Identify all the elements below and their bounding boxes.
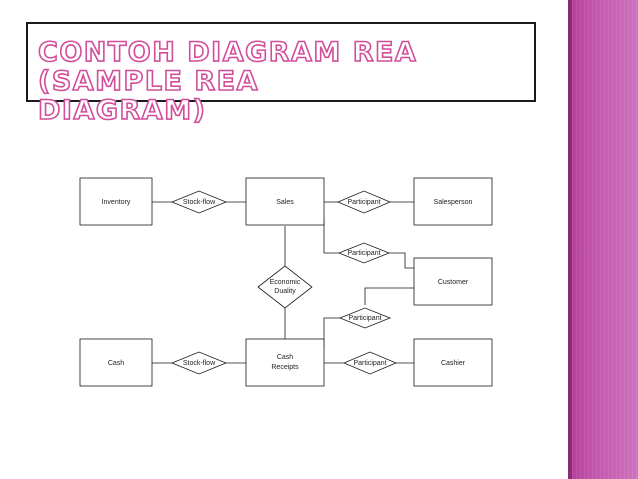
slide-title: CONTOH DIAGRAM REA (SAMPLE REA DIAGRAM) [37,37,528,126]
relationship-stock-flow-bottom [170,351,228,375]
connector-participant-customer [389,252,414,269]
relationship-participant-cashier [342,351,398,375]
label-participant-receipts-customer: Participant [348,315,381,322]
label-cashier: Cashier [441,360,466,367]
label-cash-receipts-line2: Receipts [271,364,299,371]
label-salesperson: Salesperson [434,199,473,206]
rea-diagram: Inventory Sales Salesperson Customer Cas… [79,177,493,387]
decorative-side-stripe [568,0,638,479]
title-line-1: CONTOH DIAGRAM REA (SAMPLE REA [37,37,418,97]
title-box: CONTOH DIAGRAM REA (SAMPLE REA DIAGRAM) [26,22,536,126]
entity-inventory [79,177,153,226]
relationship-economic-duality [257,265,313,309]
label-participant-customer: Participant [347,250,380,257]
relationship-participant-salesperson [336,190,392,214]
label-cash: Cash [108,360,124,367]
label-participant-salesperson: Participant [347,199,380,206]
relationship-participant-customer [337,242,391,264]
connector-participant-customer-2 [364,287,414,305]
title-line-2: DIAGRAM) [37,95,207,126]
label-stock-flow-top: Stock-flow [183,199,216,206]
relationship-participant-receipts-customer [338,307,392,329]
label-sales: Sales [276,199,294,206]
label-economic-duality-line2: Duality [274,288,296,295]
label-cash-receipts-line1: Cash [277,354,293,361]
entity-cash [79,338,153,387]
decorative-side-edge [568,0,572,479]
entity-cash-receipts [245,338,325,387]
label-stock-flow-bottom: Stock-flow [183,360,216,367]
label-economic-duality-line1: Economic [270,279,301,286]
entity-salesperson [413,177,493,226]
label-customer: Customer [438,279,469,286]
entity-sales [245,177,325,226]
label-participant-cashier: Participant [353,360,386,367]
relationship-stock-flow-top [170,190,228,214]
connector-receipts-participant [323,317,340,348]
entity-customer [413,257,493,306]
connector-sales-participant-customer [323,218,339,254]
entity-cashier [413,338,493,387]
label-inventory: Inventory [102,199,131,206]
